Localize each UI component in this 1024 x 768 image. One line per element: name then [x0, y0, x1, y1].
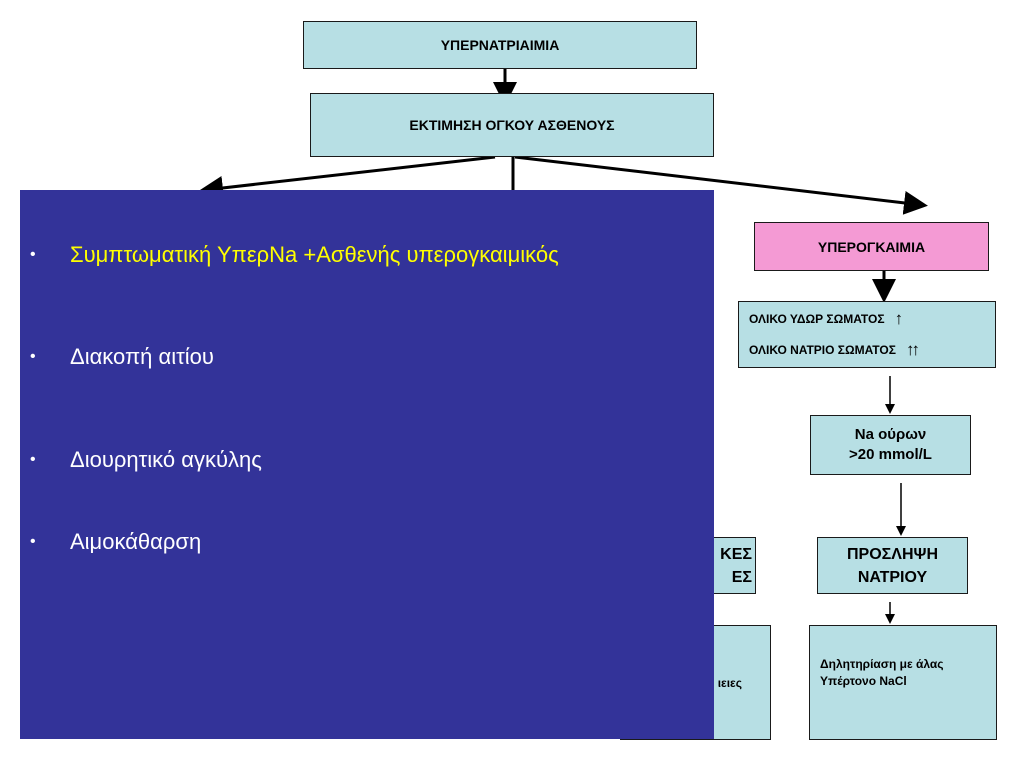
total-water-row: ΟΛΙΚΟ ΥΔΩΡ ΣΩΜΑΤΟΣ ↑ [749, 309, 903, 329]
assess-volume-label: ΕΚΤΙΜΗΣΗ ΟΓΚΟΥ ΑΣΘΕΝΟΥΣ [409, 117, 615, 133]
bullet-dot: • [30, 348, 36, 365]
up-arrow-icon: ↑ [894, 309, 903, 329]
salt-poisoning-line2: Υπέρτονο NaCl [820, 674, 907, 688]
bullet-item: • Διουρητικό αγκύλης [30, 445, 262, 475]
sodium-intake-line1: ΠΡΟΣΛΗΨΗ [847, 545, 938, 563]
salt-poisoning-box: Δηλητηρίαση με άλας Υπέρτονο NaCl [809, 625, 997, 740]
hypervolemia-box: ΥΠΕΡΟΓΚΑΙΜΙΑ [754, 222, 989, 271]
urine-sodium-line1: Na ούρων [854, 426, 927, 443]
urine-sodium-line2: >20 mmol/L [849, 446, 932, 463]
arrow-assess-to-left [199, 155, 496, 200]
total-sodium-label: ΟΛΙΚΟ ΝΑΤΡΙΟ ΣΩΜΑΤΟΣ [749, 342, 896, 357]
middle-detail-label: ιειες [717, 675, 742, 690]
bullet-item: • Συμπτωματική ΥπερΝa +Ασθενής υπερογκαι… [30, 240, 559, 270]
total-sodium-row: ΟΛΙΚΟ ΝΑΤΡΙΟ ΣΩΜΑΤΟΣ ↑↑ [749, 339, 920, 359]
bullet-item: • Αιμοκάθαρση [30, 527, 201, 557]
middle-cause-line2: ΕΣ [731, 568, 752, 586]
bullet-dot: • [30, 451, 36, 468]
bullet-text: Συμπτωματική ΥπερΝa +Ασθενής υπερογκαιμι… [70, 242, 559, 267]
bullet-dot: • [30, 246, 36, 263]
bullet-text: Αιμοκάθαρση [70, 529, 202, 554]
total-body-box: ΟΛΙΚΟ ΥΔΩΡ ΣΩΜΑΤΟΣ ↑ ΟΛΙΚΟ ΝΑΤΡΙΟ ΣΩΜΑΤΟ… [738, 301, 996, 368]
title-label: ΥΠΕΡΝΑΤΡΙΑΙΜΙΑ [440, 37, 560, 53]
bullet-dot: • [30, 533, 36, 550]
hypervolemia-label: ΥΠΕΡΟΓΚΑΙΜΙΑ [817, 238, 926, 255]
sodium-intake-line2: ΝΑΤΡΙΟΥ [857, 568, 928, 586]
sodium-intake-box: ΠΡΟΣΛΗΨΗ ΝΑΤΡΙΟΥ [817, 537, 968, 594]
assess-volume-box: ΕΚΤΙΜΗΣΗ ΟΓΚΟΥ ΑΣΘΕΝΟΥΣ [310, 93, 714, 157]
middle-cause-line1: ΚΕΣ [720, 545, 752, 563]
treatment-overlay-panel: • Συμπτωματική ΥπερΝa +Ασθενής υπερογκαι… [20, 190, 714, 739]
bullet-text: Διουρητικό αγκύλης [70, 447, 262, 472]
urine-sodium-box: Na ούρων >20 mmol/L [810, 415, 971, 475]
bullet-text: Διακοπή αιτίου [70, 344, 214, 369]
total-water-label: ΟΛΙΚΟ ΥΔΩΡ ΣΩΜΑΤΟΣ [749, 312, 885, 327]
double-up-arrow-icon: ↑↑ [905, 339, 920, 359]
bullet-item: • Διακοπή αιτίου [30, 342, 214, 372]
title-box: ΥΠΕΡΝΑΤΡΙΑΙΜΙΑ [303, 21, 697, 69]
salt-poisoning-line1: Δηλητηρίαση με άλας [820, 657, 944, 671]
arrow-assess-to-right [514, 155, 928, 215]
